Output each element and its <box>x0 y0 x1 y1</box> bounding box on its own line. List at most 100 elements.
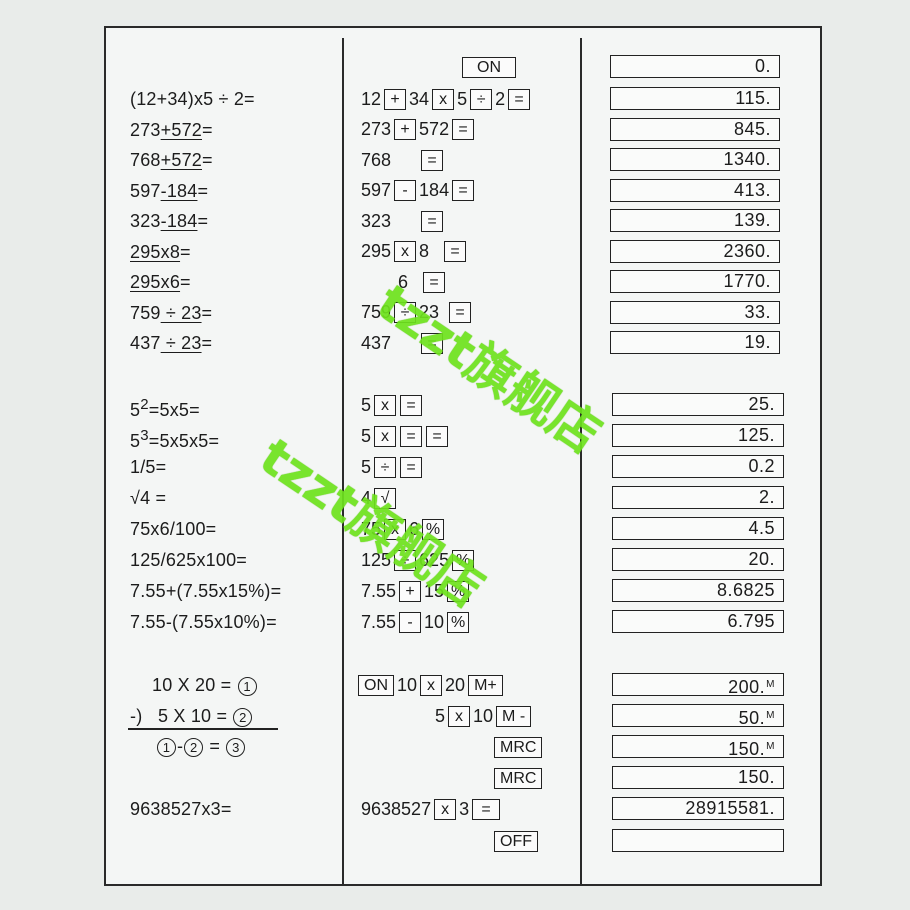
result-display: 6.795 <box>612 610 784 633</box>
expression: 7.55-(7.55x10%)= <box>130 612 277 632</box>
calculator-key: M - <box>496 705 532 727</box>
on-keys: ON <box>460 52 518 82</box>
calculator-key: = <box>400 394 423 416</box>
key-digits: 12 <box>361 88 382 109</box>
result-display: 0.2 <box>612 455 784 478</box>
result-display: 150. <box>612 766 784 789</box>
calculator-key: % <box>452 549 475 571</box>
expression: 759 ÷ 23= <box>130 302 213 323</box>
key-sequence: MRC <box>492 763 544 793</box>
calculator-key: ÷ <box>374 456 397 478</box>
calculator-key: x <box>434 798 457 820</box>
result-display: 50.M <box>612 704 784 728</box>
calculator-key: = <box>472 798 501 820</box>
example-row: 125/625x100=125÷625%20. <box>106 545 820 575</box>
key-spacer <box>393 150 418 171</box>
key-spacer <box>410 272 420 293</box>
key-digits: 625 <box>419 549 450 570</box>
key-digits: 768 <box>361 149 392 170</box>
example-row: 7.55+(7.55x15%)=7.55+15%8.6825 <box>106 576 820 606</box>
calculator-key: + <box>384 88 407 110</box>
calculator-key: x <box>420 674 443 696</box>
calculator-key: x <box>432 88 455 110</box>
expression: 273+572= <box>130 119 213 140</box>
memory-rule <box>128 728 278 730</box>
result-display: 413. <box>610 178 780 202</box>
expression: 295x6= <box>130 272 191 292</box>
calculator-key: ÷ <box>394 549 417 571</box>
circled-number: 2 <box>184 737 204 757</box>
memory-indicator: M <box>766 710 775 721</box>
expression: 437 ÷ 23= <box>130 333 213 353</box>
key-digits: 759 <box>361 302 392 322</box>
example-row: 759 ÷ 23=759÷23 =33. <box>106 298 820 328</box>
key-digits: 23 <box>419 302 440 322</box>
memory-indicator: M <box>766 741 775 752</box>
expression: √4 = <box>130 488 167 508</box>
result-display: 150.M <box>612 735 784 759</box>
key-digits: 437 <box>361 332 392 353</box>
example-row: MRC 150. <box>106 763 820 793</box>
result-display <box>612 829 784 852</box>
calculator-key: x <box>374 425 397 447</box>
example-row: 7.55-(7.55x10%)= 7.55-10% 6.795 <box>106 607 820 637</box>
calculator-key: % <box>422 518 445 540</box>
calculator-key: ON <box>358 674 394 696</box>
key-sequence: 7.55-10% <box>360 607 471 637</box>
key-sequence: 125÷625% <box>360 545 476 575</box>
circled-number: 1 <box>157 737 176 757</box>
key-spacer <box>441 302 446 323</box>
key-digits: 75 <box>361 518 382 539</box>
key-spacer <box>393 211 418 232</box>
key-digits: 6 <box>398 271 409 292</box>
key-spacer <box>393 333 418 354</box>
key-digits: 184 <box>419 180 450 200</box>
circled-number: 2 <box>233 707 253 727</box>
key-digits: 125 <box>361 549 392 570</box>
calculator-key: - <box>394 180 417 201</box>
key-digits: 5 <box>361 425 372 446</box>
key-digits: 10 <box>397 674 418 695</box>
key-digits: 5 <box>435 705 446 726</box>
calculator-key: = <box>400 456 423 478</box>
example-row: 437 ÷ 23=437 =19. <box>106 328 820 358</box>
key-sequence: 6 = <box>360 267 447 297</box>
expression: 75x6/100= <box>130 519 217 539</box>
result-display: 115. <box>610 87 780 110</box>
calculator-key: = <box>421 332 444 354</box>
off-keys: OFF <box>492 826 540 856</box>
key-digits: 323 <box>361 210 392 231</box>
on-row: ON 0. <box>106 52 820 82</box>
key-digits: 7.55 <box>361 580 397 601</box>
expression: 52=5x5= <box>130 396 200 420</box>
key-digits: 572 <box>419 119 450 139</box>
calculator-key: + <box>394 119 417 140</box>
key-digits: 3 <box>459 798 470 819</box>
expression: 9638527x3= <box>130 799 232 819</box>
calculator-key: x <box>374 394 397 416</box>
key-digits: 34 <box>409 88 430 109</box>
memory-line-3: 1-2 = 3 <box>156 731 246 761</box>
result-display: 139. <box>610 209 780 232</box>
result-display: 0. <box>610 55 780 78</box>
calculator-key: = <box>449 302 472 323</box>
circled-number: 3 <box>226 737 246 757</box>
on-key: ON <box>462 56 516 78</box>
calculator-key: = <box>508 88 531 110</box>
key-digits: 15 <box>424 580 445 601</box>
memory-indicator: M <box>766 679 775 690</box>
column-divider-left <box>342 38 344 884</box>
key-digits: 273 <box>361 119 392 139</box>
